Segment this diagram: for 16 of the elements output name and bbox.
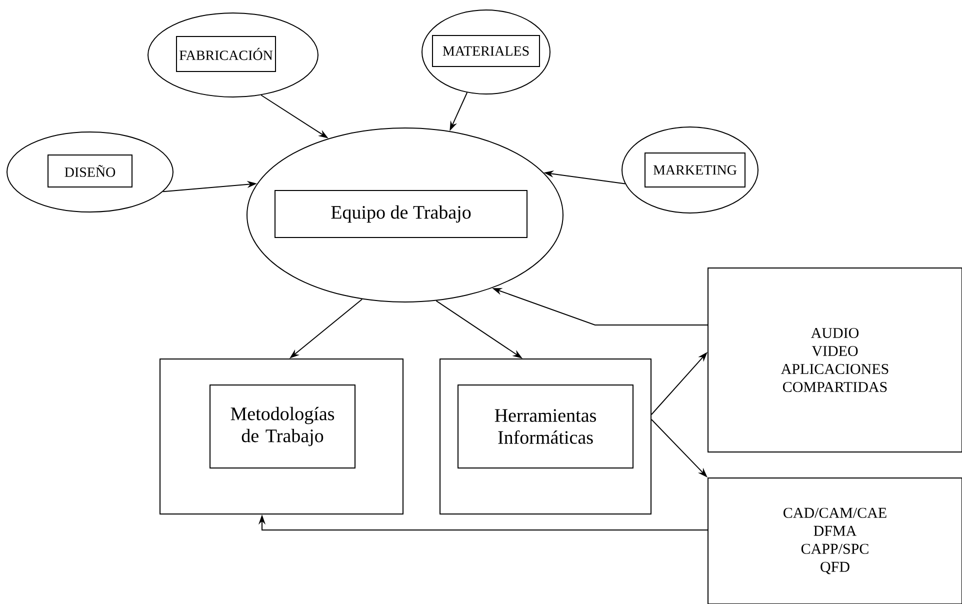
text-box: Metodologías de Trabajo	[210, 384, 356, 468]
frame-box	[440, 358, 652, 514]
list-box: AUDIO VIDEO APLICACIONES COMPARTIDAS	[708, 268, 962, 452]
ellipse	[6, 132, 174, 212]
ellipse	[246, 128, 564, 302]
ellipse	[622, 126, 758, 214]
text-box: FABRICACIÓN	[176, 36, 276, 72]
ellipse	[148, 12, 318, 98]
text-box: DISEÑO	[48, 154, 132, 188]
frame-box	[160, 358, 404, 514]
text-box: Equipo de Trabajo	[274, 190, 528, 238]
list-box: CAD/CAM/CAE DFMA CAPP/SPC QFD	[708, 478, 962, 604]
text-box: Herramientas Informáticas	[458, 384, 634, 468]
text-box: MATERIALES	[432, 35, 540, 67]
ellipse	[422, 10, 550, 94]
text-box: MARKETING	[644, 152, 746, 188]
